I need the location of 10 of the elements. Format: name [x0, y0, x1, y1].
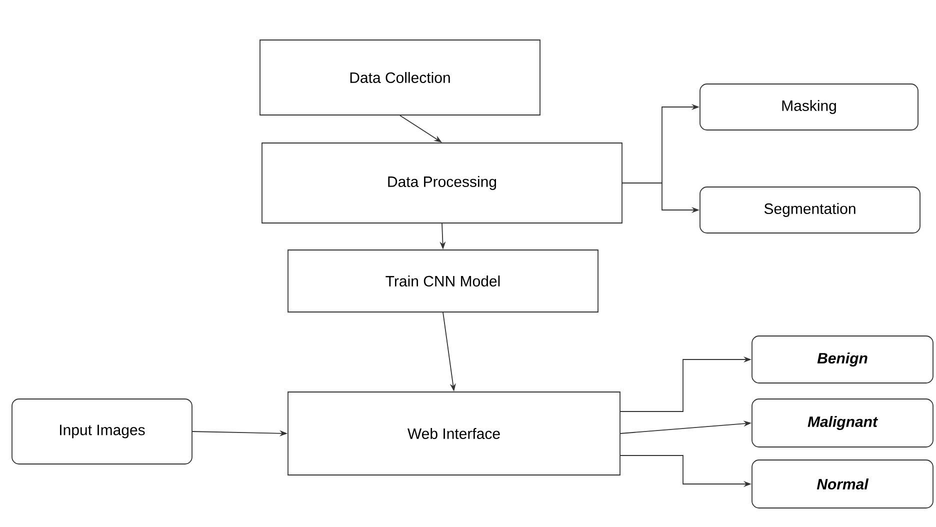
process-box: Web Interface [288, 392, 620, 476]
process-box: Data Processing [262, 142, 622, 224]
rounded-box: Masking [700, 84, 918, 130]
rounded-box: Segmentation [700, 186, 920, 234]
rounded-box: Input Images [12, 398, 192, 464]
result-box: Malignant [752, 398, 934, 448]
result-box: Benign [752, 336, 934, 384]
result-box: Normal [752, 460, 934, 508]
process-box: Train CNN Model [288, 250, 598, 312]
process-box: Data Collection [260, 40, 540, 116]
